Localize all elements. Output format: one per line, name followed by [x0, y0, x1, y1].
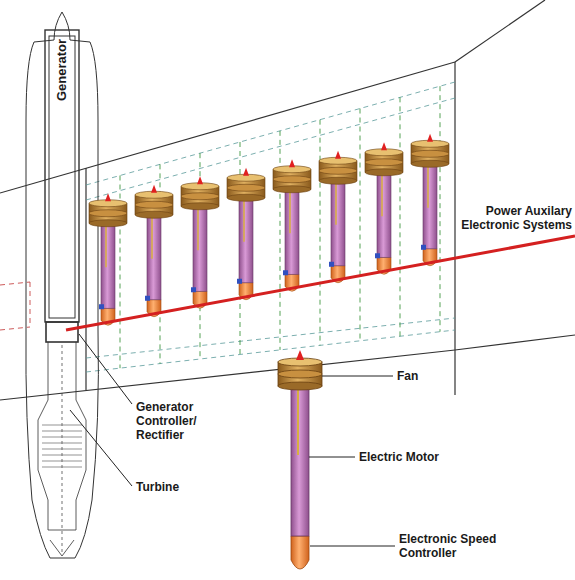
- fan-ring: [411, 160, 449, 167]
- fan-ring: [227, 194, 265, 201]
- motor-shaft: [151, 217, 153, 259]
- wing-rib: [320, 120, 321, 346]
- connector: [375, 253, 380, 258]
- motor-shaft: [335, 183, 337, 225]
- fan-label: Fan: [397, 369, 457, 383]
- wing-rib: [360, 109, 361, 341]
- turbine-stage: [42, 449, 82, 450]
- spinner-tip: [289, 159, 295, 167]
- connector: [99, 304, 104, 309]
- fan-ring: [411, 150, 449, 157]
- electric-motor: [377, 172, 391, 257]
- fan-ring: [365, 159, 403, 166]
- spinner-tip: [381, 142, 387, 150]
- turbine-stage: [42, 443, 82, 444]
- connector: [191, 287, 196, 292]
- spinner-tip: [335, 151, 341, 159]
- fan-units: [89, 134, 449, 325]
- connector: [283, 270, 288, 275]
- connector: [421, 245, 426, 250]
- electric-motor: [285, 189, 299, 274]
- fan-ring: [135, 211, 173, 218]
- fan-ring: [89, 210, 127, 217]
- fan-ring: [365, 169, 403, 176]
- spinner-tip: [197, 176, 203, 184]
- motor-shaft: [105, 225, 107, 267]
- turbine-stages: [42, 425, 82, 467]
- speed-controller-label: Electronic Speed Controller: [399, 532, 509, 560]
- connector: [237, 279, 242, 284]
- fan-unit: [181, 176, 219, 308]
- fan-unit: [89, 193, 127, 325]
- turbine-stage: [42, 455, 82, 456]
- fan-unit: [319, 151, 357, 283]
- fan-ring: [181, 193, 219, 200]
- spinner-tip: [427, 134, 433, 142]
- turbine-stage: [42, 431, 82, 432]
- electric-motor: [331, 181, 345, 266]
- fan-ring: [319, 167, 357, 174]
- turbine-stage: [42, 467, 82, 468]
- turbine-label: Turbine: [136, 480, 216, 494]
- motor-shaft: [197, 208, 199, 250]
- motor-shaft: [289, 191, 291, 233]
- wing-outline: [0, 0, 575, 400]
- fan-unit: [411, 134, 449, 266]
- electric-motor: [239, 198, 253, 283]
- wing-rib: [400, 97, 401, 336]
- fan-ring: [181, 203, 219, 210]
- fan-unit: [227, 168, 265, 300]
- electric-motor: [193, 206, 207, 291]
- motor-shaft: [243, 200, 245, 242]
- fan-ring: [273, 186, 311, 193]
- fan-unit-detail: [278, 350, 322, 569]
- turbine-stage: [42, 437, 82, 438]
- power-bus-label: Power Auxilary Electronic Systems: [438, 204, 572, 232]
- generator-label: Generator: [55, 39, 69, 101]
- controller-label: Generator Controller/ Rectifier: [136, 400, 216, 442]
- fan-unit: [135, 185, 173, 317]
- fan-ring: [273, 176, 311, 183]
- electric-motor: [147, 215, 161, 300]
- fan-ring: [319, 177, 357, 184]
- fan-ring: [227, 184, 265, 191]
- spinner-tip: [151, 185, 157, 193]
- power-bus-line: [66, 236, 575, 330]
- wing-rib: [280, 131, 281, 350]
- connector: [329, 262, 334, 267]
- engine-nacelle: [26, 12, 99, 558]
- turbine-stage: [42, 425, 82, 426]
- spinner-tip: [243, 168, 249, 176]
- connector: [145, 296, 150, 301]
- motor-shaft: [381, 174, 383, 216]
- electric-motor: [423, 164, 437, 249]
- fan-ring: [89, 220, 127, 227]
- fan-unit: [273, 159, 311, 291]
- leader-lines: [70, 334, 395, 546]
- spinner-tip: [105, 193, 111, 201]
- electric-motor: [101, 223, 115, 308]
- turbine-stage: [42, 461, 82, 462]
- fan-unit: [365, 142, 403, 274]
- fan-ring: [135, 201, 173, 208]
- wing-rib: [440, 86, 441, 332]
- motor-shaft: [427, 166, 429, 208]
- motor-label: Electric Motor: [359, 450, 469, 464]
